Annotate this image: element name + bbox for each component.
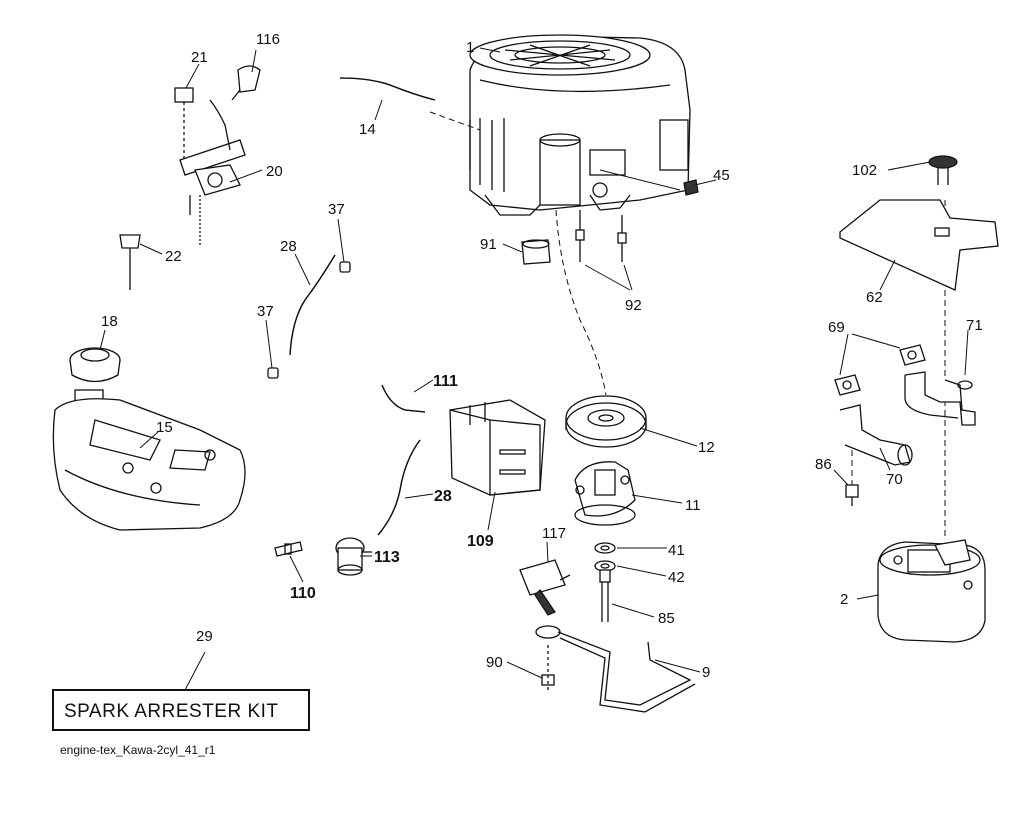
- pto-clutch-drawing: [574, 461, 636, 526]
- part-label-20: 20: [266, 163, 283, 180]
- part-labels: 1 2 9 11 12 14 15 18 20 21 22 28 28 29 3…: [101, 31, 983, 681]
- part-label-11: 11: [685, 497, 701, 514]
- choke-knob-drawing: [119, 234, 141, 290]
- part-label-21: 21: [191, 49, 208, 66]
- part-label-113: 113: [374, 549, 400, 566]
- part-label-109: 109: [467, 533, 494, 550]
- part-label-1: 1: [466, 39, 474, 56]
- throttle-control-drawing: [174, 65, 261, 245]
- muffler-drawing: [877, 539, 986, 643]
- part-label-12: 12: [698, 439, 715, 456]
- diagram-caption: engine-tex_Kawa-2cyl_41_r1: [60, 743, 216, 757]
- part-label-86: 86: [815, 456, 832, 473]
- fuel-cap-drawing: [69, 347, 121, 383]
- part-label-2: 2: [840, 591, 848, 608]
- part-label-29: 29: [196, 628, 213, 645]
- part-label-22: 22: [165, 248, 182, 265]
- part-label-102: 102: [852, 162, 877, 179]
- part-label-70: 70: [886, 471, 903, 488]
- part-label-90: 90: [486, 654, 503, 671]
- part-label-92: 92: [625, 297, 642, 314]
- fuel-fitting-drawing: [274, 541, 303, 557]
- part-label-28-lower: 28: [434, 488, 452, 505]
- part-label-117: 117: [542, 525, 566, 542]
- part-label-71: 71: [966, 317, 983, 334]
- fuel-pump-drawing: [449, 399, 546, 496]
- leader-lines: [99, 47, 969, 691]
- fuel-tank-drawing: [52, 389, 246, 531]
- fuel-hose-drawing: [339, 77, 436, 101]
- pulley-drawing: [565, 395, 647, 448]
- part-label-85: 85: [658, 610, 675, 627]
- part-label-91: 91: [480, 236, 497, 253]
- part-label-14: 14: [359, 121, 376, 138]
- exhaust-pipe-drawing: [839, 371, 976, 466]
- part-label-42: 42: [668, 569, 685, 586]
- part-label-45: 45: [713, 167, 730, 184]
- engine-drawing: [469, 34, 691, 216]
- knob-drawing: [928, 155, 958, 185]
- spark-arrester-kit-box: [52, 689, 310, 731]
- part-label-15: 15: [156, 419, 173, 436]
- part-label-41: 41: [668, 542, 685, 559]
- heat-shield-drawing: [839, 199, 999, 291]
- part-label-69: 69: [828, 319, 845, 336]
- fuel-shutoff-valve-drawing: [519, 559, 571, 616]
- spark-arrester-kit-label: SPARK ARRESTER KIT: [64, 701, 279, 722]
- part-label-110: 110: [290, 585, 316, 602]
- part-label-111: 111: [433, 373, 458, 390]
- part-label-62: 62: [866, 289, 883, 306]
- bracket-drawing: [535, 625, 696, 713]
- part-label-37-upper: 37: [328, 201, 345, 218]
- fuel-filter-drawing: [335, 537, 372, 576]
- part-label-37-lower: 37: [257, 303, 274, 320]
- part-label-116: 116: [256, 31, 280, 48]
- part-label-18: 18: [101, 313, 118, 330]
- exhaust-gasket-drawing: [834, 344, 926, 396]
- part-label-9: 9: [702, 664, 710, 681]
- part-label-28-upper: 28: [280, 238, 297, 255]
